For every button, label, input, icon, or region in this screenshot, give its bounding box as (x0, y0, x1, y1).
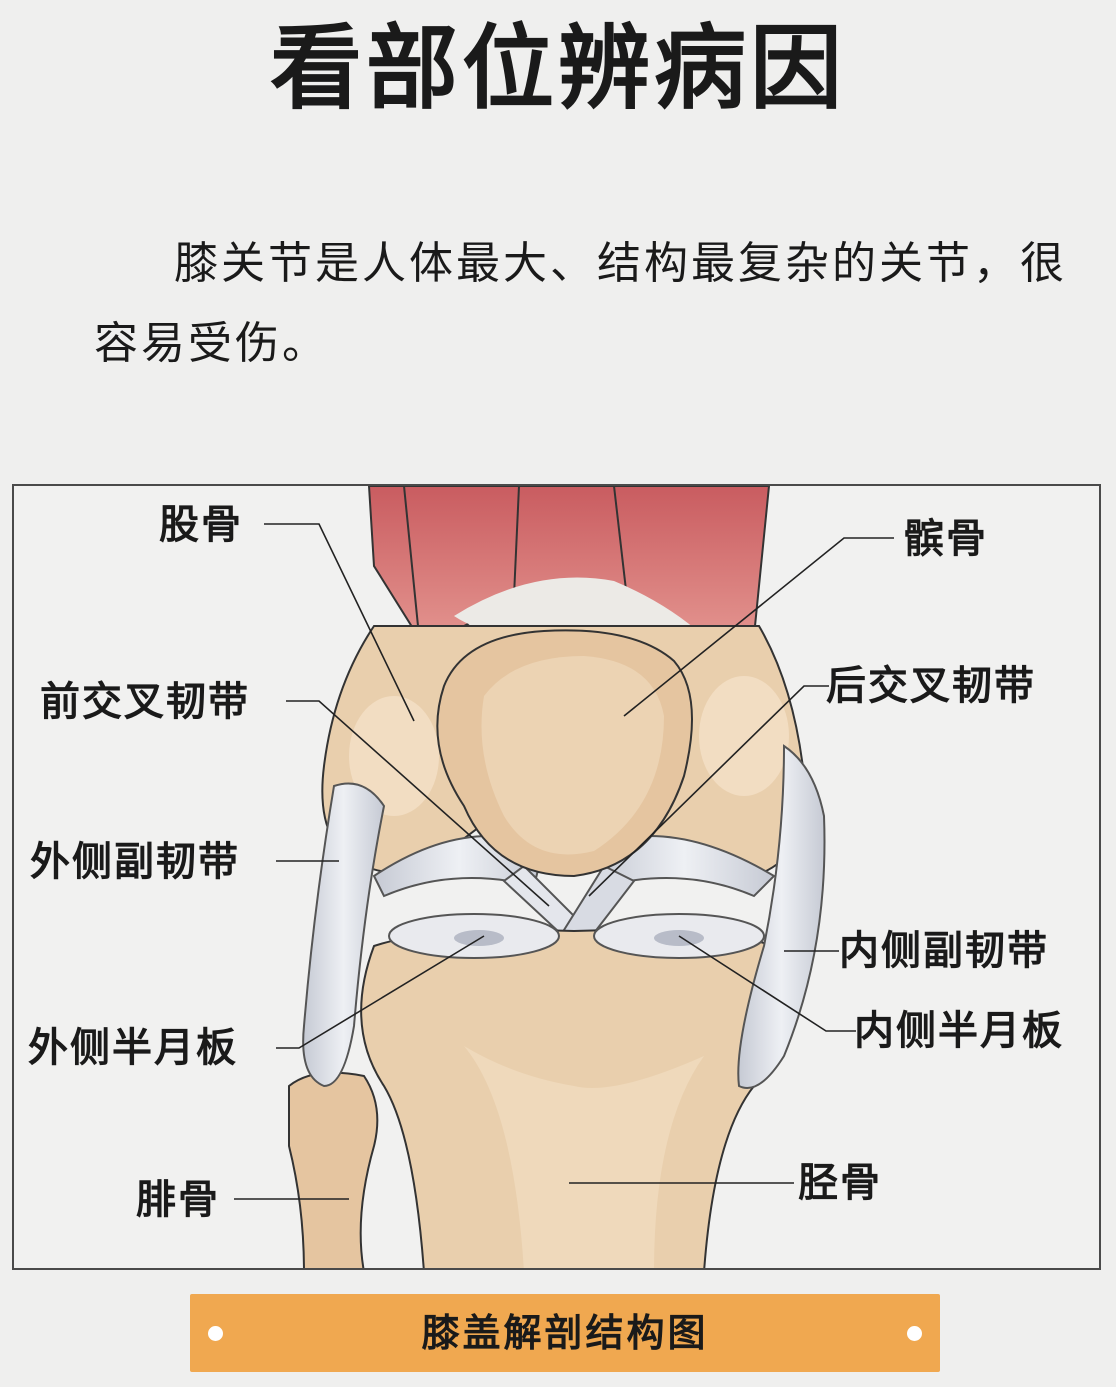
label-lateral-collateral: 外侧副韧带 (30, 839, 240, 885)
patella-bone (436, 629, 693, 878)
knee-diagram: 股骨 髌骨 前交叉韧带 后交叉韧带 外侧副韧带 内侧副韧带 外侧半月板 内侧半月… (12, 484, 1101, 1270)
label-medial-meniscus: 内侧半月板 (854, 1008, 1064, 1054)
label-fibula: 腓骨 (136, 1177, 220, 1223)
page-title: 看部位辨病因 (269, 15, 846, 122)
label-lateral-meniscus: 外侧半月板 (28, 1025, 238, 1071)
caption-bar: 膝盖解剖结构图 (190, 1294, 940, 1372)
caption-text: 膝盖解剖结构图 (421, 1311, 709, 1355)
fibula-bone (288, 1071, 379, 1268)
label-medial-collateral: 内侧副韧带 (839, 928, 1049, 974)
caption-dot-left (208, 1326, 223, 1341)
knee-illustration (234, 486, 894, 1268)
label-pcl: 后交叉韧带 (826, 663, 1036, 709)
intro-text: 膝关节是人体最大、结构最复杂的关节，很容易受伤。 (94, 238, 1067, 369)
collateral-ligaments (302, 744, 826, 1089)
tibia-bone (360, 929, 787, 1268)
caption-dot-right (907, 1326, 922, 1341)
leader-lines (234, 523, 894, 1200)
label-patella: 髌骨 (904, 516, 988, 562)
label-tibia: 胫骨 (798, 1160, 882, 1206)
label-acl: 前交叉韧带 (40, 679, 250, 725)
label-femur: 股骨 (159, 502, 243, 548)
